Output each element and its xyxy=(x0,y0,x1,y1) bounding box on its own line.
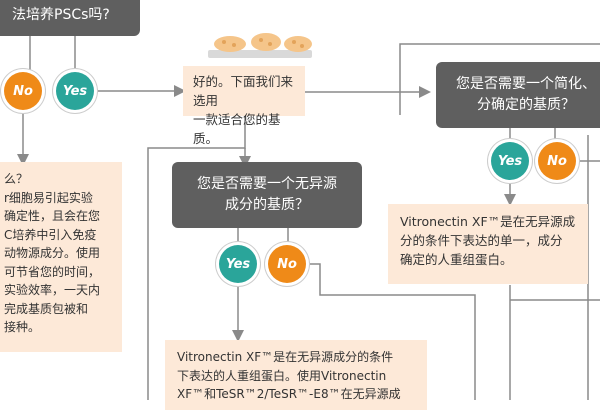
line-top-right xyxy=(399,43,600,115)
question-simplified: 您是否需要一个简化、 分确定的基质？ xyxy=(436,62,600,128)
yes-button-middle[interactable]: Yes xyxy=(219,245,257,283)
connector-lines xyxy=(17,33,600,400)
yes-button-top[interactable]: Yes xyxy=(56,72,94,110)
line-center-down-left xyxy=(147,115,246,400)
yes-button-right[interactable]: Yes xyxy=(491,142,529,180)
no-button-top[interactable]: No xyxy=(4,72,42,110)
question-xeno-free: 您是否需要一个无异源 成分的基质？ xyxy=(172,162,362,228)
cell-culture-icon xyxy=(208,33,312,58)
info-left: 么？ r细胞易引起实验 确定性，且会在您 C培养中引入免疫 动物源成分。使用 可… xyxy=(0,162,122,352)
info-bottom: Vitronectin XF™是在无异源成分的条件 下表达的人重组蛋白。使用Vi… xyxy=(165,340,427,410)
info-center: 好的。下面我们来选用 一款适合您的基质。 xyxy=(183,66,305,146)
question-top: 法培养PSCs吗? xyxy=(0,0,140,36)
no-button-middle[interactable]: No xyxy=(268,245,306,283)
info-right: Vitronectin XF™是在无异源成 分的条件下表达的单一，成分 确定的人… xyxy=(388,204,588,284)
no-button-right[interactable]: No xyxy=(538,142,576,180)
line-xeno-no-route xyxy=(306,263,476,400)
